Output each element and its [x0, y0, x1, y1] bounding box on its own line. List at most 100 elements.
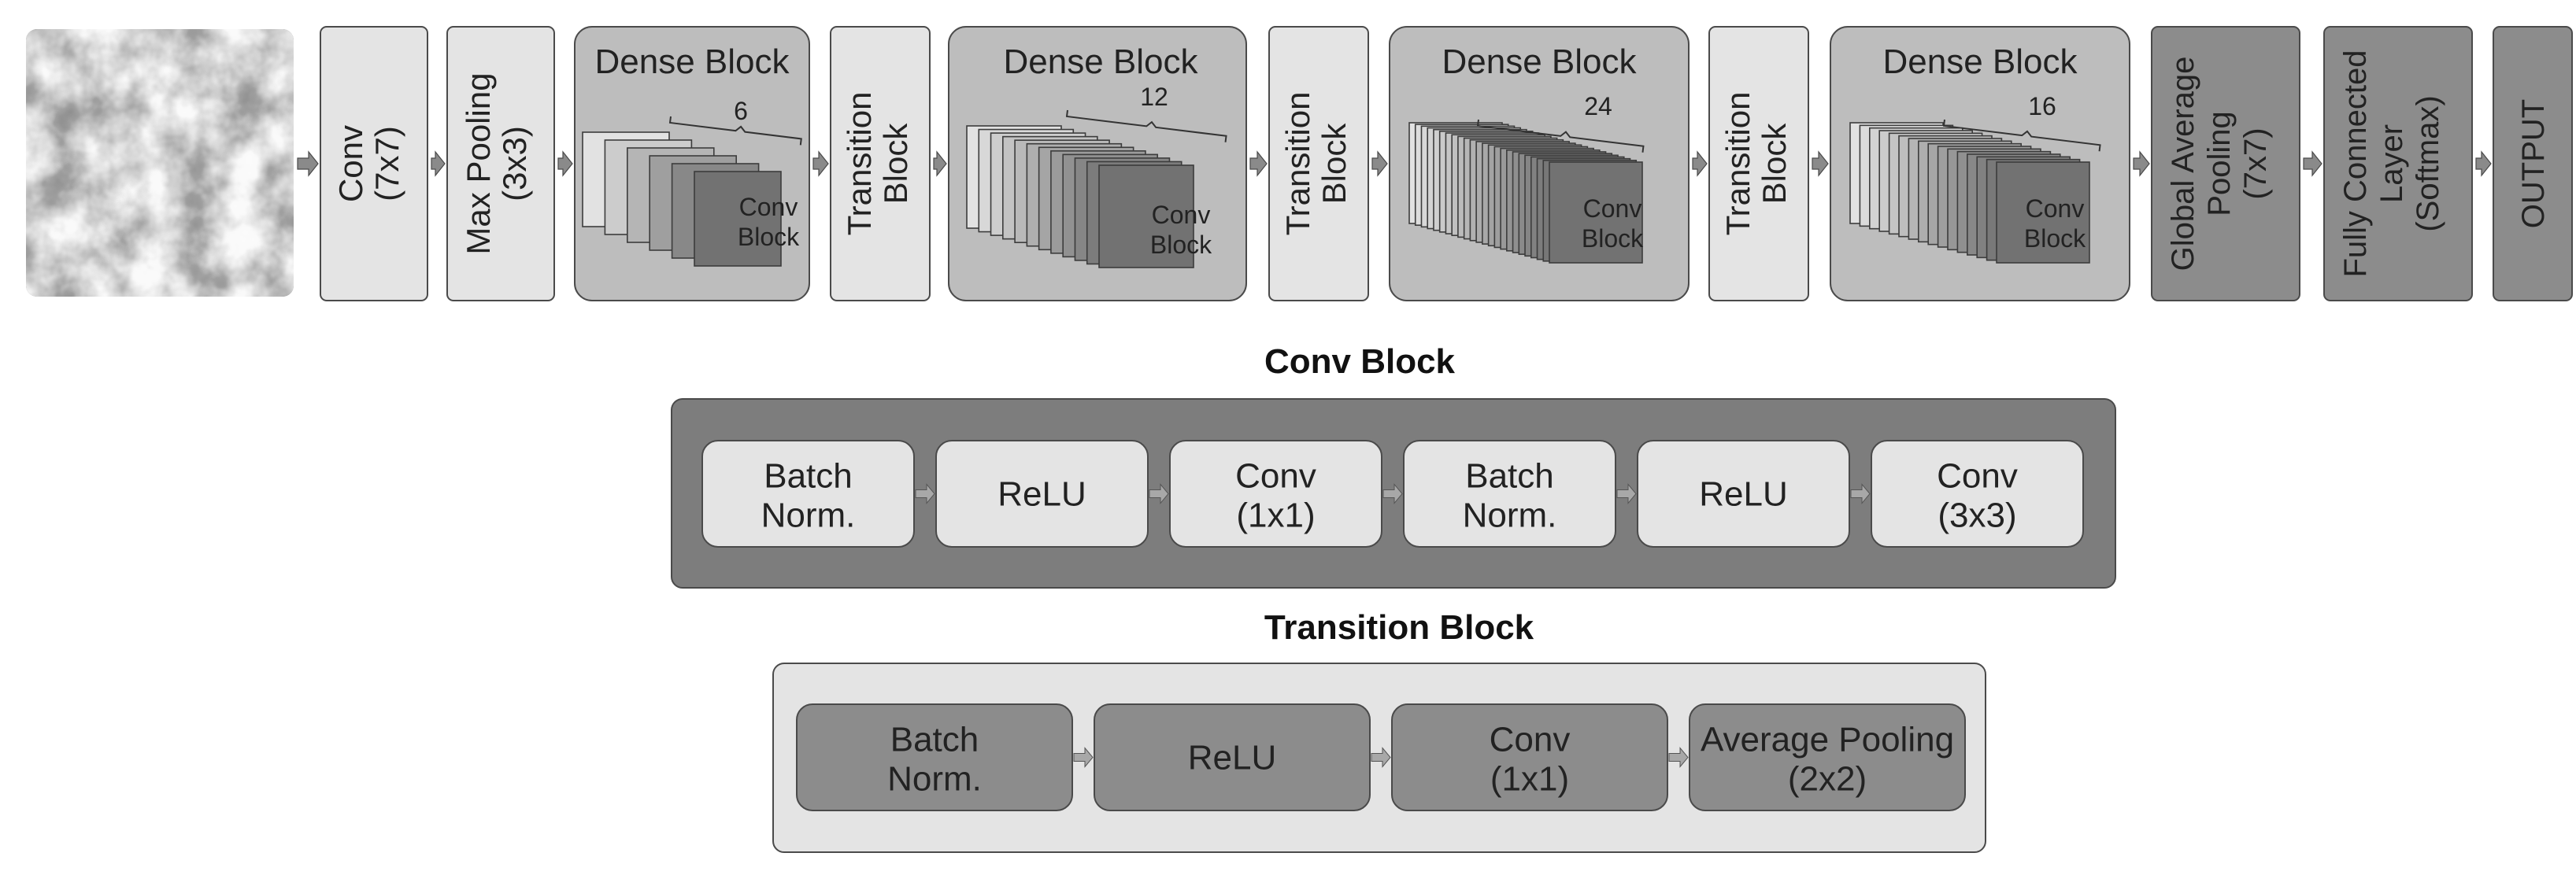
- dense-layer-1-6: [694, 171, 782, 267]
- flow-arrow-4: [812, 150, 829, 177]
- conv-block-item-4: [1403, 440, 1616, 548]
- gap-kernel-label: (7x7): [2238, 127, 2273, 199]
- global-average-pooling-layer: Global Average Pooling (7x7): [2151, 26, 2300, 301]
- dense-block-4-title: Dense Block: [1882, 42, 2078, 81]
- dense-layer-2-12: [1098, 164, 1194, 268]
- conv-block-item-3: [1169, 440, 1382, 548]
- transition-block-item-3-label: Conv: [1490, 721, 1571, 759]
- transition-block-item-1: [796, 703, 1073, 811]
- dense-block-4: Dense Block 16 Conv Block: [1830, 26, 2130, 301]
- fully-connected-layer: Fully Connected Layer (Softmax): [2323, 26, 2473, 301]
- flow-arrow-7: [1371, 150, 1388, 177]
- dense-block-1-conv-block-label-2: Block: [738, 223, 800, 251]
- conv-block-item-5-label: ReLU: [1699, 475, 1788, 514]
- conv-block-item-2-label: ReLU: [997, 475, 1086, 514]
- dense-layer-3-24: [1549, 161, 1643, 264]
- conv-block-arrow-4: [1616, 483, 1637, 504]
- flow-arrow-8: [1692, 150, 1708, 177]
- flow-arrow-3: [557, 150, 573, 177]
- conv-block-item-6-label: Conv: [1937, 457, 2018, 496]
- dense-block-1-title: Dense Block: [594, 42, 790, 81]
- flow-arrow-2: [431, 150, 446, 177]
- top-row-arrows: [297, 150, 2492, 177]
- transition-block-arrow-1: [1073, 747, 1094, 768]
- dense-block-3-conv-block-label-2: Block: [1582, 224, 1644, 253]
- dense-block-4-conv-block-label-2: Block: [2024, 224, 2086, 253]
- transition-block-item-4-sublabel: (2x2): [1788, 760, 1867, 799]
- dense-block-4-layer-stack: [1849, 119, 2101, 264]
- conv-block-item-1: [701, 440, 915, 548]
- dense-block-2-layer-stack: [966, 109, 1227, 268]
- transition-block-item-4: [1689, 703, 1966, 811]
- transition-block-item-1-sublabel: Norm.: [887, 760, 982, 799]
- flow-arrow-5: [933, 150, 947, 177]
- output-label: OUTPUT: [2516, 99, 2551, 228]
- transition-3-label: Transition: [1719, 92, 1756, 236]
- transition-block-arrow-2: [1371, 747, 1391, 768]
- dense-block-1: Dense Block 6 Conv Block: [574, 26, 810, 301]
- transition-block-1: Transition Block: [830, 26, 931, 301]
- conv-7x7-layer: Conv (7x7): [320, 26, 428, 301]
- dense-block-4-conv-block-label: Conv: [2026, 194, 2085, 223]
- dense-block-2: Dense Block 12 Conv Block: [948, 26, 1247, 301]
- dense-block-2-title: Dense Block: [1003, 42, 1198, 81]
- conv-block-item-1-label: Batch: [764, 457, 853, 496]
- conv-label: Conv: [332, 125, 369, 202]
- dense-block-2-count: 12: [1140, 83, 1168, 111]
- conv-block-arrow-1: [915, 483, 935, 504]
- conv-block-arrow-5: [1850, 483, 1871, 504]
- transition-2-label-2: Block: [1316, 123, 1353, 205]
- transition-block-3: Transition Block: [1708, 26, 1809, 301]
- dense-block-2-conv-block-label: Conv: [1152, 201, 1211, 229]
- dense-block-1-brace: [668, 116, 802, 146]
- flow-arrow-11: [2303, 150, 2322, 177]
- transition-block-item-3-sublabel: (1x1): [1490, 760, 1569, 799]
- transition-block-item-2-label: ReLU: [1188, 739, 1277, 777]
- conv-kernel-label: (7x7): [368, 126, 405, 201]
- max-pooling-layer: Max Pooling (3x3): [446, 26, 555, 301]
- dense-block-1-layer-stack: [582, 116, 802, 267]
- dense-block-3-brace: [1476, 119, 1645, 153]
- gap-label-2: Pooling: [2202, 111, 2237, 216]
- input-image: [26, 29, 294, 297]
- dense-block-3-title: Dense Block: [1442, 42, 1637, 81]
- dense-block-1-conv-block-label: Conv: [739, 193, 798, 221]
- transition-block-arrow-3: [1668, 747, 1689, 768]
- transition-1-label: Transition: [841, 92, 878, 236]
- conv-block-item-3-label: Conv: [1235, 457, 1316, 496]
- fc-label-2: Layer: [2374, 124, 2409, 203]
- conv-block-item-1-sublabel: Norm.: [761, 497, 856, 535]
- conv-block-item-6: [1871, 440, 2084, 548]
- conv-block-item-6-sublabel: (3x3): [1938, 497, 2016, 535]
- conv-block-arrow-2: [1149, 483, 1169, 504]
- dense-block-2-brace: [1065, 109, 1227, 142]
- flow-arrow-10: [2133, 150, 2150, 177]
- transition-block-item-1-label: Batch: [890, 721, 979, 759]
- dense-block-4-count: 16: [2028, 92, 2056, 120]
- max-pooling-label: Max Pooling: [460, 72, 497, 254]
- flow-arrow-6: [1249, 150, 1268, 177]
- dense-block-4-brace: [1942, 119, 2101, 152]
- dense-block-3-conv-block-label: Conv: [1583, 194, 1642, 223]
- fc-label: Fully Connected: [2338, 50, 2373, 277]
- conv-block-arrow-3: [1382, 483, 1403, 504]
- dense-block-3-layer-stack: [1408, 119, 1645, 264]
- dense-block-1-count: 6: [734, 97, 748, 125]
- fc-softmax-label: (Softmax): [2411, 95, 2445, 231]
- conv-block-item-5: [1637, 440, 1850, 548]
- conv-block-title: Conv Block: [1264, 342, 1456, 381]
- transition-block-item-2: [1094, 703, 1371, 811]
- transition-1-label-2: Block: [877, 123, 914, 205]
- transition-block-item-3: [1391, 703, 1668, 811]
- transition-block-title: Transition Block: [1264, 608, 1534, 647]
- transition-block-item-4-label: Average Pooling: [1701, 721, 1954, 759]
- conv-block-item-4-label: Batch: [1465, 457, 1554, 496]
- transition-block-2: Transition Block: [1268, 26, 1369, 301]
- transition-2-label: Transition: [1279, 92, 1316, 236]
- gap-label: Global Average: [2166, 57, 2200, 271]
- conv-block-item-4-sublabel: Norm.: [1463, 497, 1557, 535]
